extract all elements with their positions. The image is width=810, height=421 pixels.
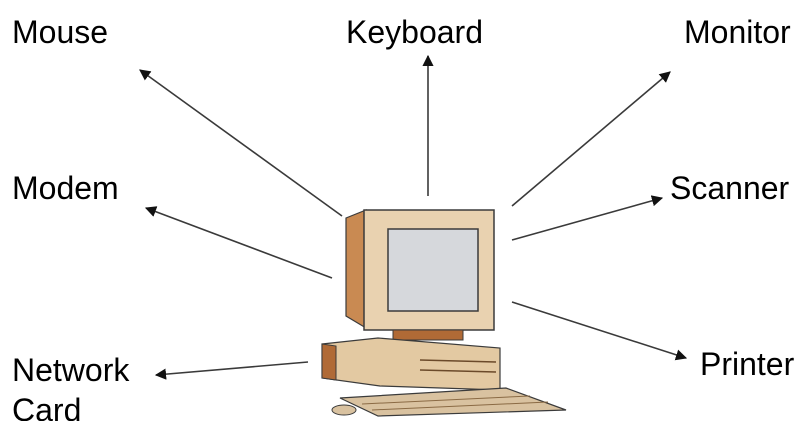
desktop-computer-icon	[322, 210, 566, 416]
label-mouse: Mouse	[12, 14, 108, 50]
arrow-to-mouse	[140, 70, 342, 216]
label-scanner: Scanner	[670, 170, 789, 206]
arrow-to-scanner	[512, 198, 662, 240]
label-monitor: Monitor	[684, 14, 791, 50]
arrow-to-printer	[512, 302, 686, 358]
label-keyboard: Keyboard	[346, 14, 483, 50]
arrow-to-monitor	[512, 72, 670, 206]
arrow-to-modem	[146, 208, 332, 278]
label-printer: Printer	[700, 346, 794, 382]
label-network-card: Network Card	[12, 350, 129, 421]
label-modem: Modem	[12, 170, 119, 206]
arrow-to-network-card	[156, 362, 308, 375]
